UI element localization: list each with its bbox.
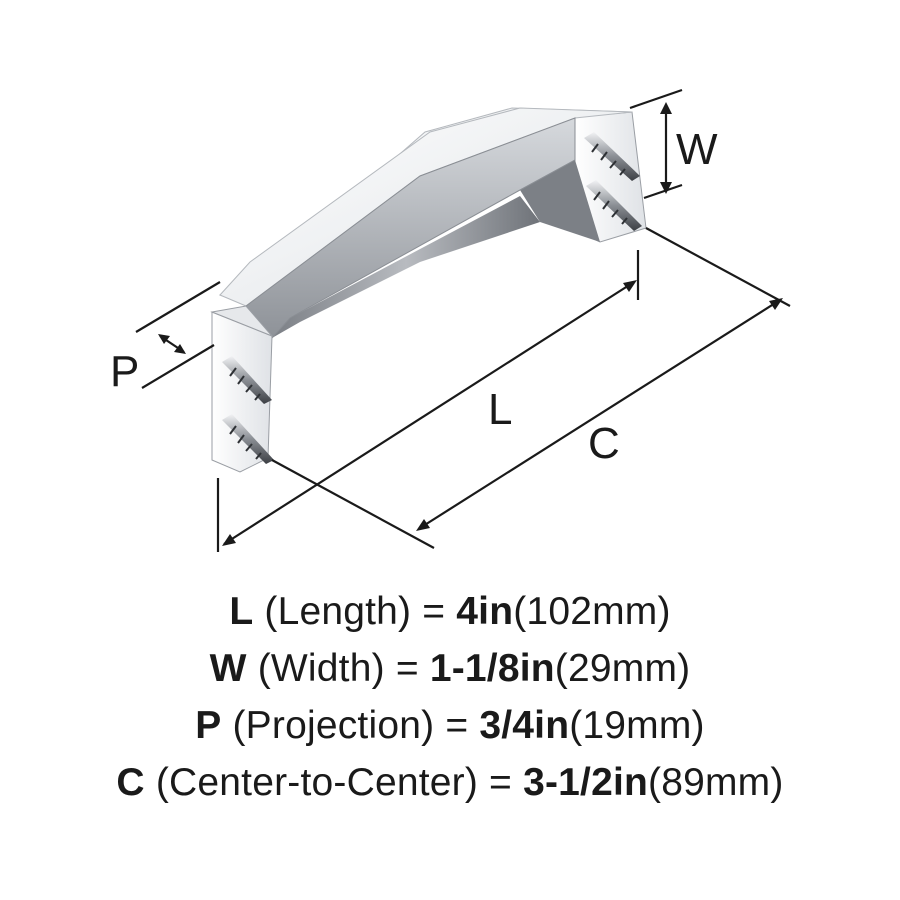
- p-label: P: [110, 347, 139, 396]
- spec-letter: C: [116, 761, 145, 804]
- pull-handle: [210, 107, 647, 473]
- bar-underside: [272, 196, 540, 338]
- c-label: C: [588, 419, 620, 468]
- spec-metric: (89mm): [648, 761, 784, 804]
- pull-handle-diagram: P W L C: [110, 88, 791, 552]
- dimension-lines: [135, 88, 791, 552]
- w-label: W: [676, 125, 718, 174]
- arrowheads: [158, 102, 783, 546]
- w-extension-line: [643, 183, 683, 200]
- spec-metric: (19mm): [569, 704, 705, 747]
- c-dimension-arrow: [419, 299, 781, 529]
- spec-center-to-center: C (Center-to-Center) = 3-1/2in(89mm): [0, 754, 900, 811]
- dimension-specs: L (Length) = 4in(102mm) W (Width) = 1-1/…: [0, 583, 900, 811]
- spec-description: (Center-to-Center) =: [144, 761, 524, 804]
- spec-description: (Width) =: [246, 647, 430, 690]
- screw-icon: [222, 414, 274, 464]
- l-label: L: [488, 385, 512, 434]
- l-dimension-arrow: [223, 281, 635, 545]
- left-post-edge: [210, 305, 273, 337]
- spec-value: 3/4in: [479, 704, 570, 747]
- screw-icon: [222, 356, 272, 404]
- spec-letter: W: [209, 647, 247, 690]
- w-extension-line: [629, 88, 683, 110]
- spec-metric: (29mm): [554, 647, 691, 690]
- screw-icon: [586, 180, 642, 231]
- mounting-screws: [222, 132, 642, 464]
- spec-projection: P (Projection) = 3/4in(19mm): [0, 697, 900, 754]
- spec-metric: (102mm): [513, 590, 671, 633]
- right-post-side: [520, 160, 600, 242]
- spec-letter: P: [195, 704, 222, 747]
- spec-value: 4in: [456, 590, 514, 633]
- spec-value: 1-1/8in: [429, 647, 555, 690]
- spec-length: L (Length) = 4in(102mm): [0, 583, 900, 640]
- spec-letter: L: [229, 590, 254, 633]
- spec-description: (Projection) =: [221, 704, 480, 747]
- screw-icon: [584, 132, 640, 181]
- c-extension-line: [645, 227, 791, 307]
- p-extension-line: [135, 281, 221, 333]
- spec-width: W (Width) = 1-1/8in(29mm): [0, 640, 900, 697]
- spec-description: (Length) =: [253, 590, 457, 633]
- p-extension-line: [141, 344, 215, 389]
- c-extension-line: [271, 459, 435, 549]
- spec-value: 3-1/2in: [523, 761, 649, 804]
- bar-front-face: [216, 117, 576, 339]
